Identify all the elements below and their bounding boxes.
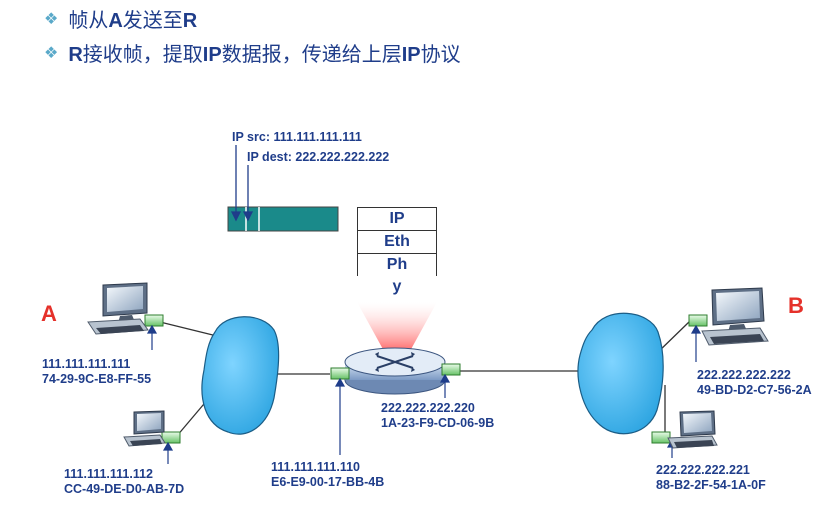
computer-a-icon <box>87 282 149 335</box>
bullet-line-1: ❖ 帧从A发送至R <box>44 4 197 33</box>
host-a-address: 111.111.111.111 74-29-9C-E8-FF-55 <box>42 357 151 387</box>
bullet-line-2: ❖ R接收帧，提取IP数据报，传递给上层IP协议 <box>44 38 461 67</box>
host-b-label: B <box>788 293 804 318</box>
host-b2-ip: 222.222.222.221 <box>656 463 750 477</box>
bullet-2-bold-a: R <box>68 44 83 66</box>
bullet-1-bold-a: A <box>108 10 123 32</box>
bullet-1-bold-b: R <box>182 10 198 32</box>
host-b2-mac: 88-B2-2F-54-1A-0F <box>656 478 766 492</box>
subnet-right-cloud <box>577 312 664 435</box>
router-right-ip: 222.222.222.220 <box>381 401 475 415</box>
router-right-address: 222.222.222.220 1A-23-F9-CD-06-9B <box>381 401 494 431</box>
bullet-2-text-b: 数据报，传递给上层 <box>221 42 402 66</box>
computer-b-icon <box>701 287 769 346</box>
host-a2-ip: 111.111.111.112 <box>64 467 154 481</box>
host-b-mac: 49-BD-D2-C7-56-2A <box>697 383 812 397</box>
stack-layer-ip: IP <box>357 207 437 230</box>
datagram-src-label: IP src: 111.111.111.111 <box>232 130 362 144</box>
router-left-ip: 111.111.111.110 <box>271 460 361 474</box>
bullet-diamond-icon: ❖ <box>44 9 59 28</box>
host-a2-address: 111.111.111.112 CC-49-DE-D0-AB-7D <box>64 467 184 497</box>
bullet-1-text-a: 帧从 <box>68 8 109 32</box>
host-a2-mac: CC-49-DE-D0-AB-7D <box>64 482 185 496</box>
stack-layer-below: y <box>392 278 402 295</box>
ip-datagram-frame <box>227 206 339 232</box>
computer-b2-icon <box>667 410 718 449</box>
bullet-1-text-b: 发送至 <box>122 8 183 32</box>
datagram-dest-label: IP dest: 222.222.222.222 <box>247 150 390 164</box>
host-a-mac: 74-29-9C-E8-FF-55 <box>42 372 152 386</box>
host-b2-address: 222.222.222.221 88-B2-2F-54-1A-0F <box>656 463 766 493</box>
bullet-2-bold-b: IP <box>202 44 222 66</box>
router-icon <box>344 347 446 395</box>
router-protocol-stack: IP Eth Ph y <box>357 207 437 296</box>
router-right-mac: 1A-23-F9-CD-06-9B <box>381 416 495 430</box>
bullet-2-text-a: 接收帧，提取 <box>82 42 203 66</box>
stack-layer-eth: Eth <box>357 230 437 253</box>
bullet-2-bold-c: IP <box>401 44 421 66</box>
router-left-address: 111.111.111.110 E6-E9-00-17-BB-4B <box>271 460 384 490</box>
computer-a2-icon <box>123 410 166 447</box>
subnet-left-cloud <box>201 316 280 435</box>
host-a-label: A <box>41 301 57 326</box>
router-beam <box>357 302 437 362</box>
bullet-2-text-c: 协议 <box>420 42 461 66</box>
router-left-mac: E6-E9-00-17-BB-4B <box>271 475 385 489</box>
datagram-arrows <box>230 145 254 222</box>
stack-layer-ph: Ph <box>357 253 437 276</box>
host-b-ip: 222.222.222.222 <box>697 368 791 382</box>
label-arrows <box>146 324 702 464</box>
bullet-diamond-icon: ❖ <box>44 43 59 62</box>
host-b-address: 222.222.222.222 49-BD-D2-C7-56-2A <box>697 368 812 398</box>
host-a-ip: 111.111.111.111 <box>42 357 131 371</box>
